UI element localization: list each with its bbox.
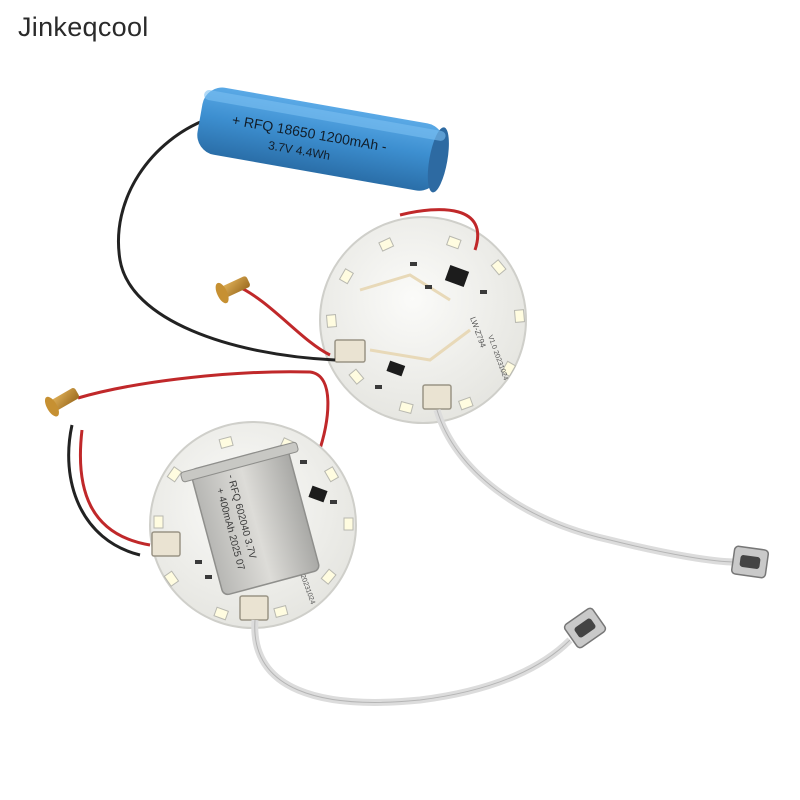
watermark-brand: Jinkeqcool — [18, 12, 149, 42]
cable-a — [433, 408, 736, 566]
wire-black-b — [67, 424, 141, 557]
cable-b — [251, 619, 573, 706]
wire-red-a2 — [399, 208, 479, 251]
wire-red-b — [77, 370, 330, 456]
wire-black-a — [117, 116, 336, 362]
battery-18650: + RFQ 18650 1200mAh - 3.7V 4.4Wh — [197, 87, 449, 193]
brass-contact-a — [215, 276, 250, 304]
usb-c-connector-a — [730, 545, 770, 579]
wire-red-a — [234, 283, 331, 357]
wire-red-b2 — [78, 429, 151, 547]
battery-pouch-602040: - RFQ 602040 3.7V + 400mAh 2025 07 — [180, 441, 320, 596]
usb-c-connector-b — [563, 607, 607, 649]
brass-contact-b — [44, 388, 79, 417]
pcb-board-a: LW-Z794 V1.0 20231024 — [319, 216, 527, 424]
